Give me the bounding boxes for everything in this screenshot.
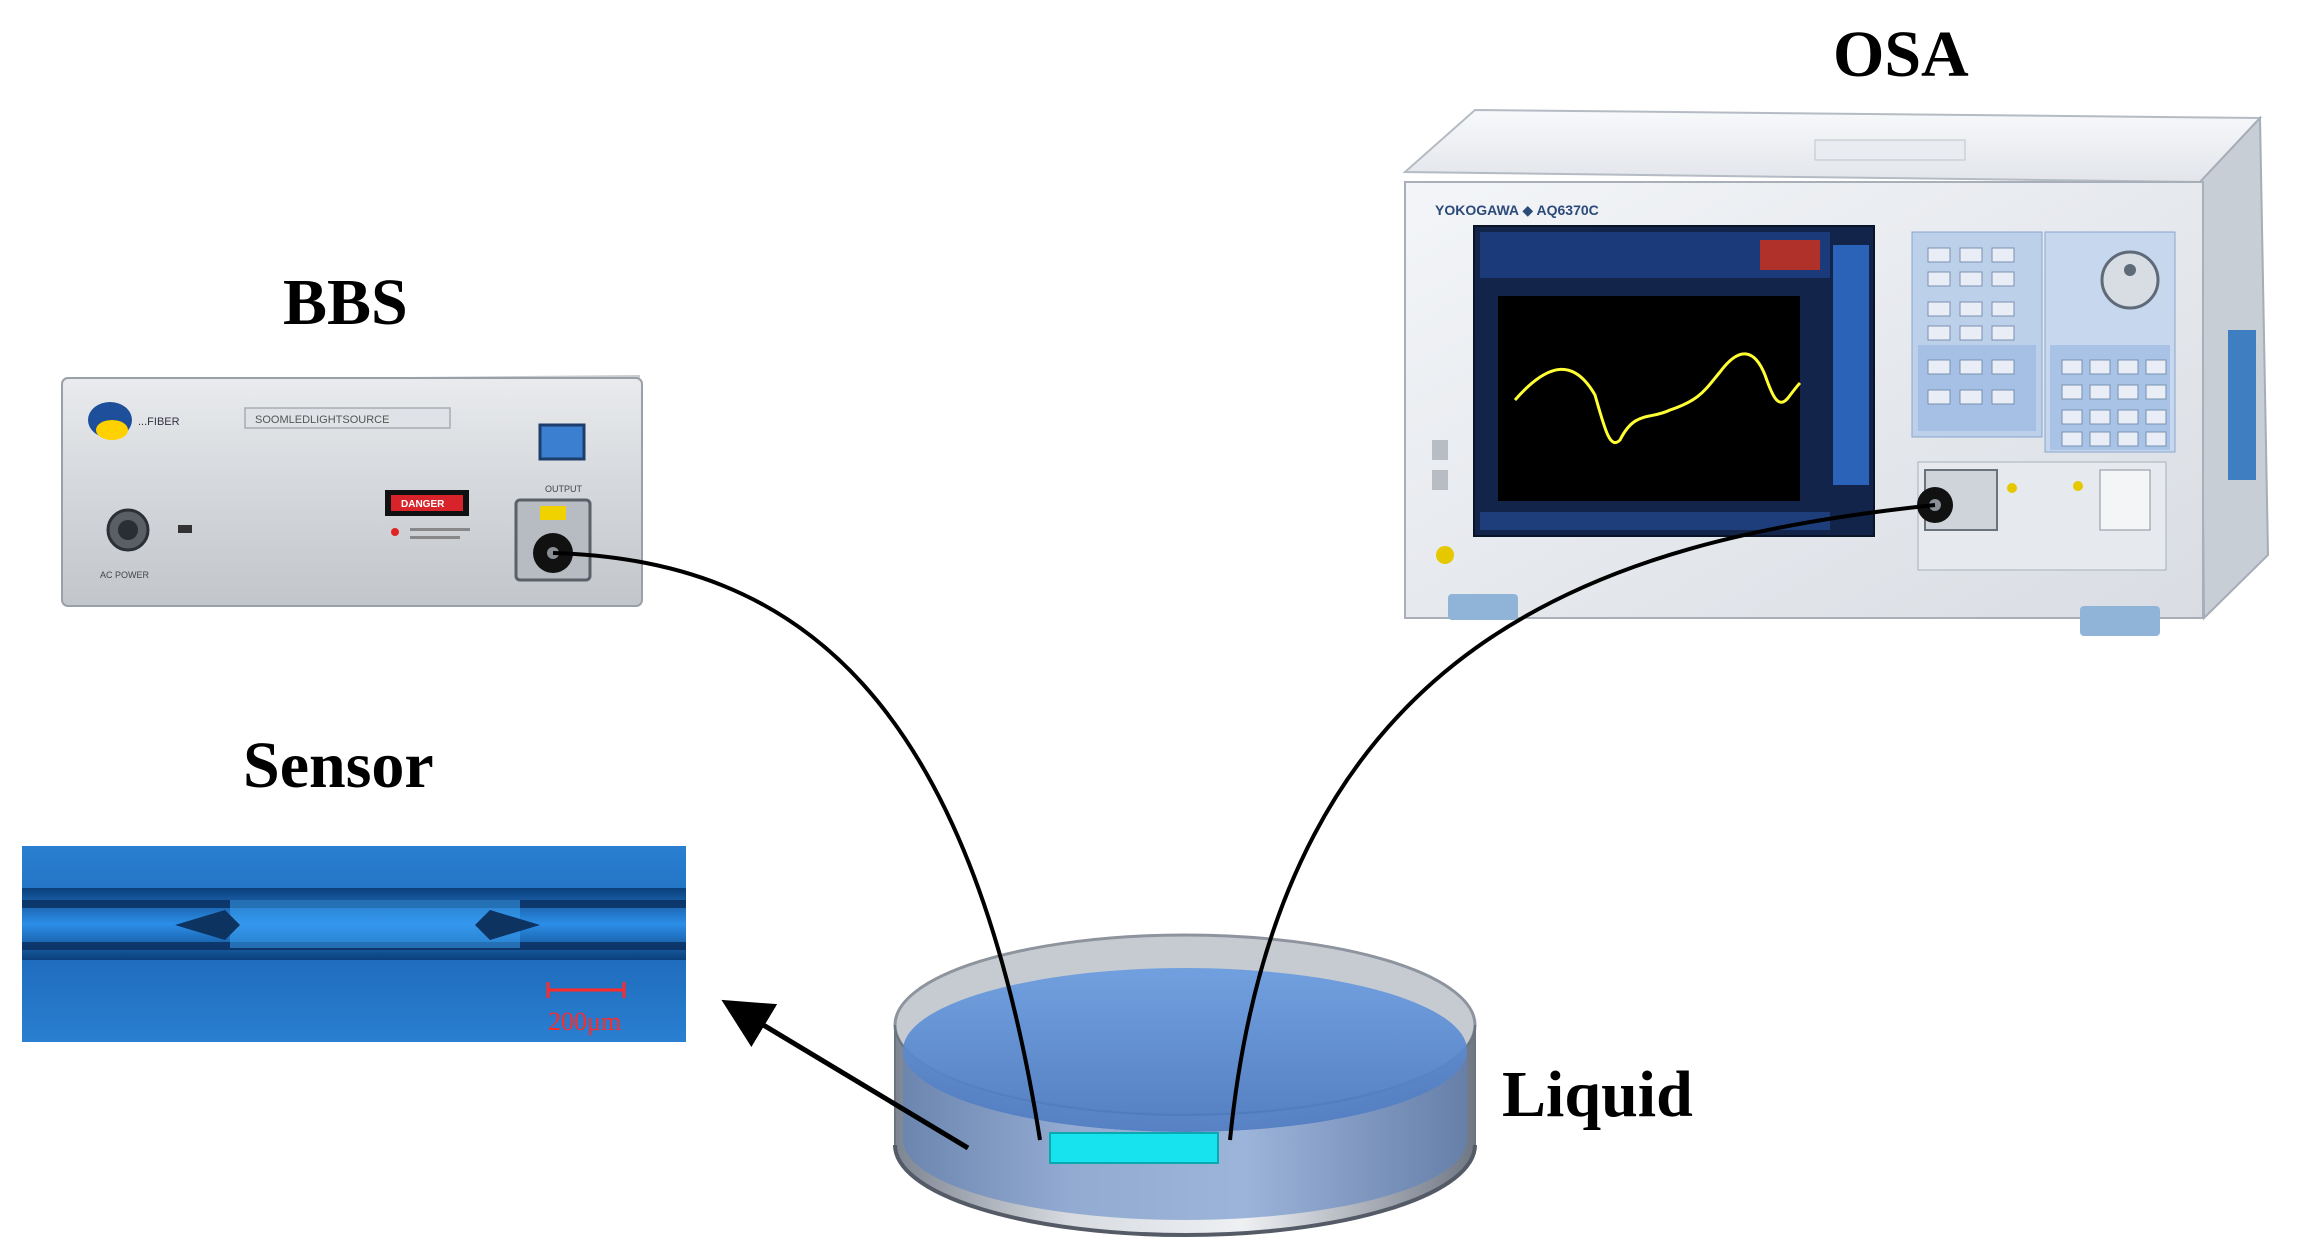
osa-foot-right	[2080, 606, 2160, 636]
osa-side-handle	[2228, 330, 2256, 480]
scale-bar-label: 200μm	[548, 1007, 621, 1036]
osa-spectrum-trace	[1513, 352, 1802, 444]
osa-screen-footer	[1480, 512, 1830, 530]
bbs-power-text: AC POWER	[100, 570, 150, 580]
sensor-chip	[1049, 1132, 1219, 1164]
osa-usb-port	[1432, 440, 1448, 460]
warning-fine-print-2	[410, 536, 460, 539]
bbs-front-panel	[61, 377, 643, 607]
bbs-panel-title: SOOMLEDLIGHTSOURCE	[255, 414, 389, 426]
osa-usb-port-2	[1432, 470, 1448, 490]
power-knob-icon	[106, 508, 150, 552]
sensor-micrograph: 200μm	[22, 846, 686, 1042]
bbs-logo-icon	[88, 402, 132, 440]
liquid-dish	[893, 933, 1477, 1237]
osa-brand-text: YOKOGAWA ◆ AQ6370C	[1435, 202, 1599, 218]
osa-screen-marker-box	[1760, 240, 1820, 270]
liquid-label: Liquid	[1502, 1058, 1693, 1131]
laser-warning-stripe	[391, 495, 463, 511]
osa-foot-left	[1448, 594, 1518, 620]
laser-warning-text: DANGER	[401, 499, 445, 510]
osa-power-icon	[1436, 546, 1454, 564]
dish-bottom-edge	[893, 1144, 1477, 1237]
osa-plot-area	[1498, 296, 1800, 501]
fiber-sensor-to-osa	[1228, 503, 1936, 1141]
warning-fine-print	[410, 528, 470, 531]
sensor-cavity	[230, 900, 520, 948]
osa-laser-icon-2	[2073, 481, 2083, 491]
bbs-display	[538, 423, 586, 461]
fiber-bbs-to-sensor	[552, 551, 1042, 1141]
osa-label: OSA	[1833, 18, 1969, 91]
laser-indicator-icon	[391, 528, 399, 536]
osa-keypad-lower	[1918, 345, 2036, 431]
power-led-icon	[178, 525, 192, 533]
bbs-title-plate	[244, 407, 451, 429]
osa-top-handle	[1814, 139, 1966, 161]
osa-rotary-knob-icon	[2100, 250, 2160, 310]
osa-output-port	[2099, 469, 2151, 531]
osa-softkey-column	[1833, 245, 1869, 485]
bbs-brand-text: ...FIBER	[138, 416, 180, 428]
sensor-tip-right	[475, 910, 540, 940]
bbs-output-text: OUTPUT	[545, 484, 583, 494]
bbs-device: ...FIBER SOOMLEDLIGHTSOURCE AC POWER DAN…	[61, 375, 643, 607]
sensor-callout-arrow	[721, 999, 970, 1151]
liquid-surface	[903, 968, 1467, 1132]
sensor-label: Sensor	[243, 729, 434, 802]
osa-laser-icon	[2007, 483, 2017, 493]
osa-keypad-buttons	[1927, 247, 2167, 447]
osa-device: YOKOGAWA ◆ AQ6370C	[1402, 108, 2270, 636]
sensor-tip-left	[175, 910, 240, 940]
bbs-port-cap	[540, 506, 566, 520]
bbs-label: BBS	[283, 266, 408, 339]
